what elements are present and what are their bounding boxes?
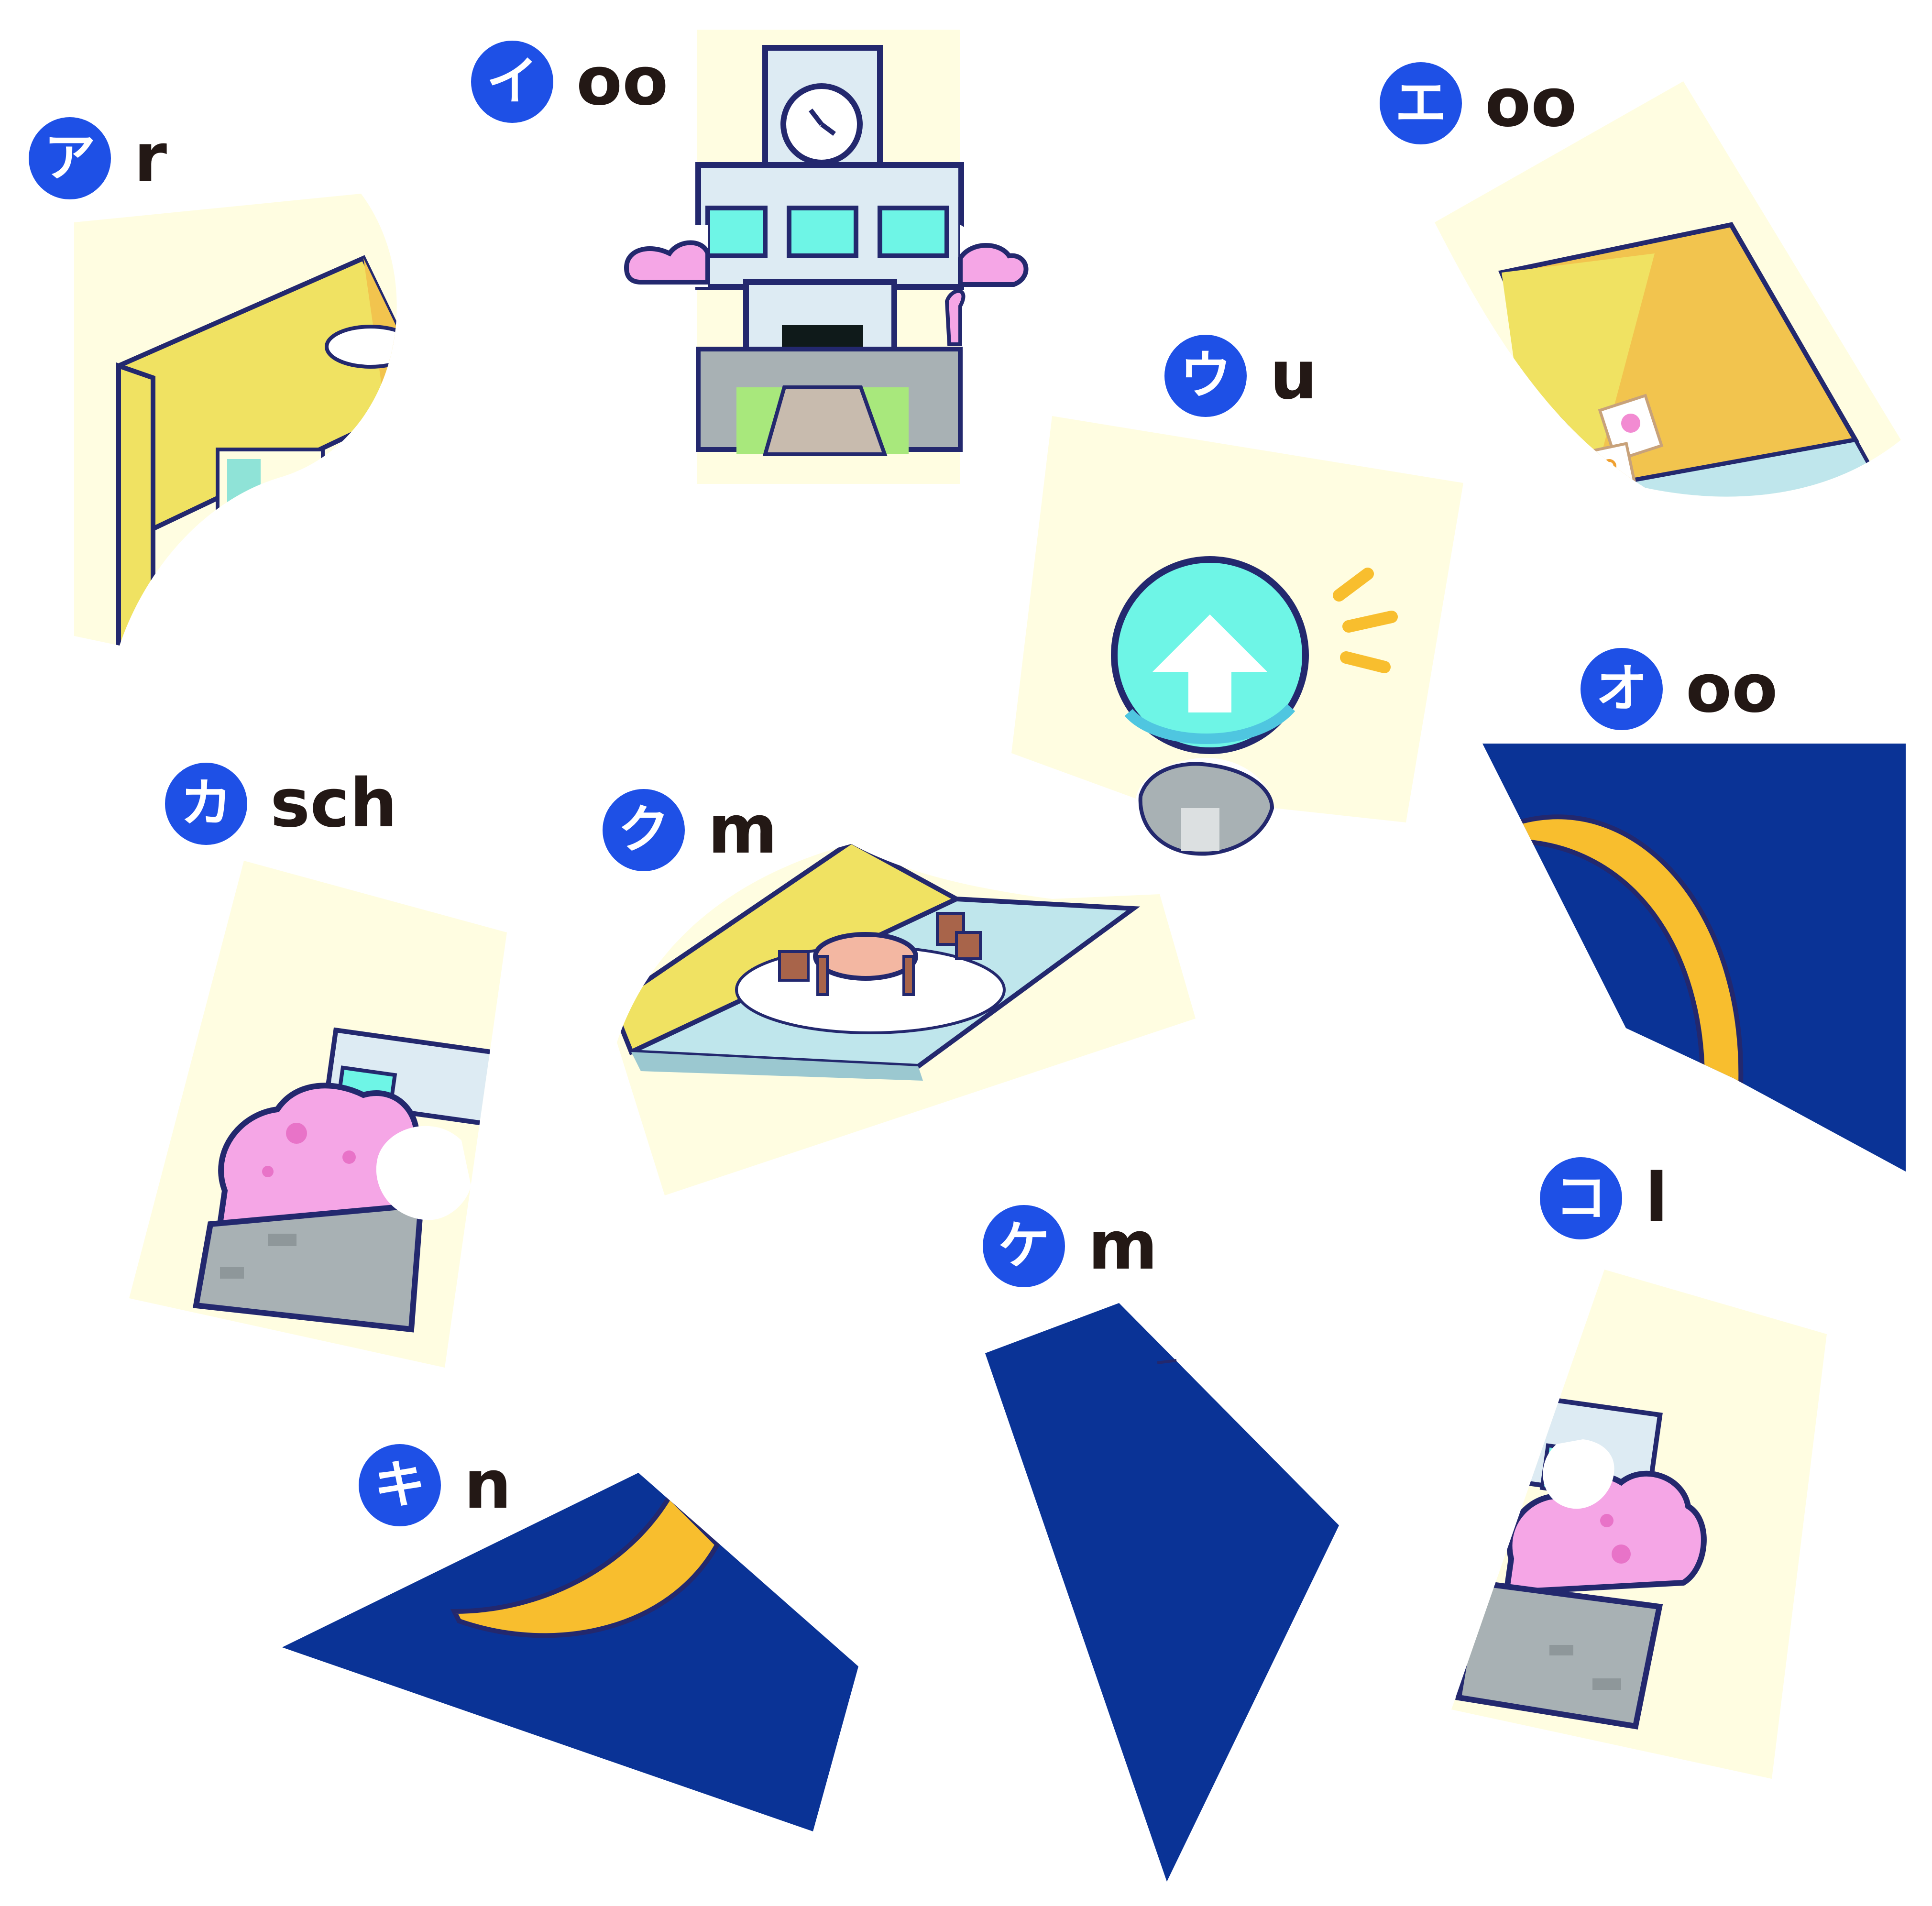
piece-ke-image[interactable] (985, 1303, 1339, 1882)
piece-ku-label: ク m (603, 789, 778, 871)
piece-u-badge: ウ (1164, 335, 1247, 417)
piece-a-label: ア r (29, 117, 167, 199)
piece-ka-image[interactable] (129, 861, 516, 1368)
piece-ke-label: ケ m (983, 1205, 1158, 1287)
piece-e-label: エ oo (1380, 62, 1577, 144)
piece-a-image[interactable] (74, 194, 430, 669)
piece-ke-badge: ケ (983, 1205, 1065, 1287)
piece-u-hint: u (1270, 337, 1317, 415)
piece-u-label: ウ u (1164, 335, 1317, 417)
piece-e-badge: エ (1380, 62, 1462, 144)
piece-u-image[interactable] (1011, 416, 1463, 856)
piece-ka-badge: カ (165, 763, 247, 845)
piece-o-badge: オ (1581, 648, 1663, 730)
piece-i-hint: oo (576, 43, 669, 120)
piece-ku-badge: ク (603, 789, 685, 871)
piece-ko-label: コ l (1540, 1157, 1668, 1239)
piece-ki-image[interactable] (282, 1473, 858, 1831)
piece-ki-hint: n (464, 1446, 512, 1524)
piece-a-hint: r (134, 119, 167, 197)
piece-a-badge: ア (29, 117, 111, 199)
piece-ku-image[interactable] (612, 842, 1196, 1195)
piece-ki-badge: キ (359, 1444, 441, 1526)
piece-e-hint: oo (1485, 64, 1577, 142)
piece-ko-hint: l (1645, 1159, 1668, 1237)
piece-ko-badge: コ (1540, 1157, 1622, 1239)
piece-ka-label: カ sch (165, 763, 397, 845)
piece-i-label: イ oo (471, 41, 668, 123)
piece-o-hint: oo (1686, 650, 1778, 728)
piece-ka-hint: sch (270, 765, 397, 843)
piece-ku-hint: m (708, 791, 778, 869)
piece-e-image[interactable] (1435, 81, 1903, 526)
piece-i-badge: イ (471, 41, 553, 123)
piece-o-image[interactable] (1482, 744, 1906, 1172)
piece-ke-hint: m (1088, 1207, 1158, 1285)
piece-ki-label: キ n (359, 1444, 512, 1526)
piece-ko-image[interactable] (1451, 1270, 1827, 1779)
piece-o-label: オ oo (1581, 648, 1778, 730)
piece-i-image[interactable] (624, 30, 1036, 484)
